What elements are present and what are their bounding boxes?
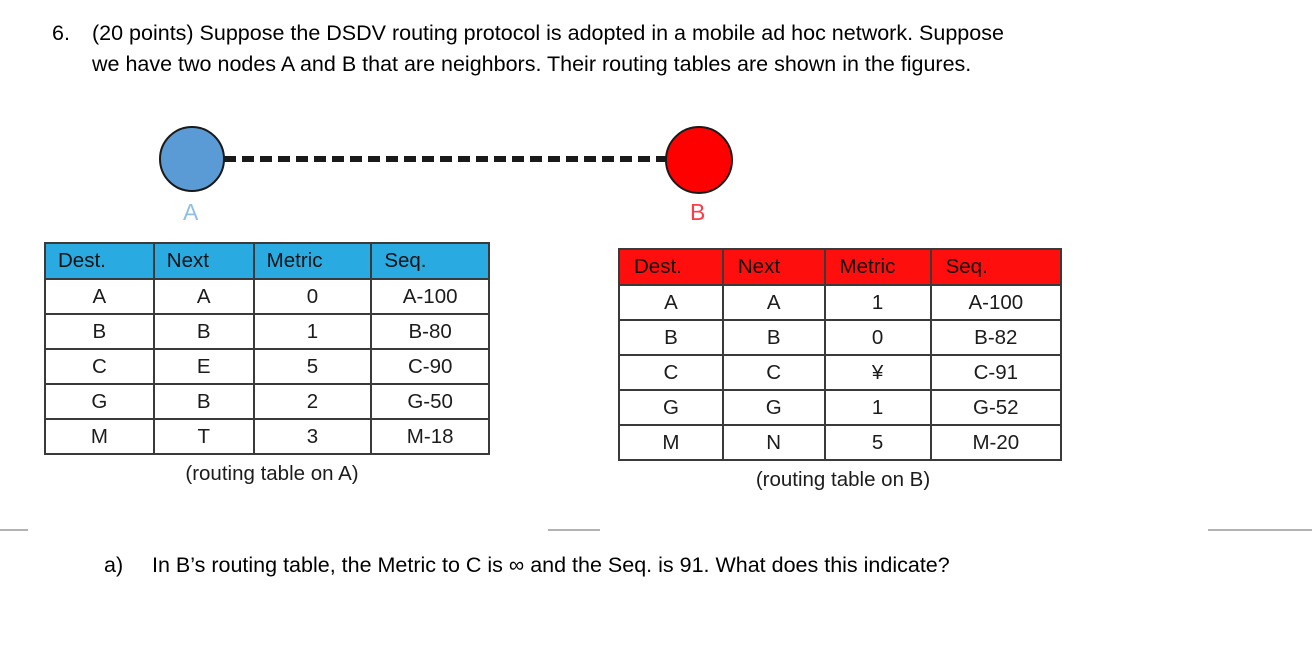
cell-next: B [152, 313, 255, 350]
table-a-header-row: Dest. Next Metric Seq. [44, 242, 490, 280]
cell-dest: M [618, 424, 724, 461]
page-rule-right [1208, 529, 1312, 531]
page-rule-left [0, 529, 28, 531]
cell-dest: A [618, 284, 724, 321]
cell-next: C [721, 354, 826, 391]
cell-seq: B-80 [370, 313, 490, 350]
table-row: B B 0 B-82 [618, 319, 1063, 356]
cell-metric: 5 [823, 424, 932, 461]
dashed-link-a-b [224, 156, 668, 162]
table-b-col-next: Next [721, 248, 826, 286]
table-b-header-row: Dest. Next Metric Seq. [618, 248, 1063, 286]
question-stem: 6. (20 points) Suppose the DSDV routing … [52, 18, 1272, 80]
routing-table-a-caption: (routing table on A) [185, 462, 359, 485]
cell-dest: C [618, 354, 724, 391]
cell-seq: G-50 [370, 383, 490, 420]
routing-table-a: Dest. Next Metric Seq. A A 0 A-100 B B 1… [44, 242, 490, 455]
network-topology-diagram: A B [0, 118, 1312, 228]
table-row: C E 5 C-90 [44, 348, 490, 385]
cell-next: E [152, 348, 255, 385]
cell-dest: B [44, 313, 155, 350]
table-row: C C ¥ C-91 [618, 354, 1063, 391]
node-b-label: B [690, 199, 706, 225]
part-a-letter: a) [104, 553, 124, 577]
cell-metric: 1 [252, 313, 373, 350]
cell-seq: C-91 [929, 354, 1063, 391]
cell-next: B [721, 319, 826, 356]
cell-dest: C [44, 348, 155, 385]
cell-next: A [721, 284, 826, 321]
routing-table-a-container: Dest. Next Metric Seq. A A 0 A-100 B B 1… [44, 242, 490, 487]
cell-metric: ¥ [823, 354, 932, 391]
cell-metric: 0 [252, 278, 373, 315]
routing-table-b-caption: (routing table on B) [755, 468, 931, 491]
cell-seq: M-18 [370, 418, 490, 455]
question-line-2: we have two nodes A and B that are neigh… [92, 52, 972, 76]
table-a-col-metric: Metric [252, 242, 373, 280]
cell-dest: G [618, 389, 724, 426]
table-a-col-next: Next [152, 242, 255, 280]
cell-dest: M [44, 418, 155, 455]
cell-seq: A-100 [370, 278, 490, 315]
cell-dest: G [44, 383, 155, 420]
table-row: M N 5 M-20 [618, 424, 1063, 461]
table-row: M T 3 M-18 [44, 418, 490, 455]
page-rule-middle [548, 529, 600, 531]
cell-next: A [152, 278, 255, 315]
table-a-col-seq: Seq. [370, 242, 490, 280]
table-b-col-dest: Dest. [618, 248, 724, 286]
question-line-1: (20 points) Suppose the DSDV routing pro… [92, 21, 1004, 45]
cell-next: B [152, 383, 255, 420]
table-row: B B 1 B-80 [44, 313, 490, 350]
cell-metric: 3 [252, 418, 373, 455]
cell-metric: 1 [823, 389, 932, 426]
cell-next: G [721, 389, 826, 426]
table-row: G B 2 G-50 [44, 383, 490, 420]
cell-seq: G-52 [929, 389, 1063, 426]
question-number: 6. [52, 21, 70, 45]
node-a-circle [159, 126, 225, 192]
question-text: (20 points) Suppose the DSDV routing pro… [92, 18, 1272, 80]
part-a-block: a) In B’s routing table, the Metric to C… [104, 550, 1254, 581]
cell-metric: 1 [823, 284, 932, 321]
cell-seq: C-90 [370, 348, 490, 385]
part-a-text: In B’s routing table, the Metric to C is… [152, 553, 950, 577]
cell-seq: A-100 [929, 284, 1063, 321]
cell-dest: B [618, 319, 724, 356]
cell-next: N [721, 424, 826, 461]
node-b-circle [665, 126, 733, 194]
table-row: A A 1 A-100 [618, 284, 1063, 321]
cell-dest: A [44, 278, 155, 315]
cell-metric: 2 [252, 383, 373, 420]
table-b-col-seq: Seq. [929, 248, 1063, 286]
cell-seq: M-20 [929, 424, 1063, 461]
routing-table-b-container: Dest. Next Metric Seq. A A 1 A-100 B B 0… [618, 248, 1063, 493]
cell-next: T [152, 418, 255, 455]
table-row: A A 0 A-100 [44, 278, 490, 315]
cell-metric: 5 [252, 348, 373, 385]
table-a-col-dest: Dest. [44, 242, 155, 280]
node-a-label: A [183, 199, 199, 225]
routing-table-b: Dest. Next Metric Seq. A A 1 A-100 B B 0… [618, 248, 1063, 461]
cell-metric: 0 [823, 319, 932, 356]
cell-seq: B-82 [929, 319, 1063, 356]
table-row: G G 1 G-52 [618, 389, 1063, 426]
table-b-col-metric: Metric [823, 248, 932, 286]
